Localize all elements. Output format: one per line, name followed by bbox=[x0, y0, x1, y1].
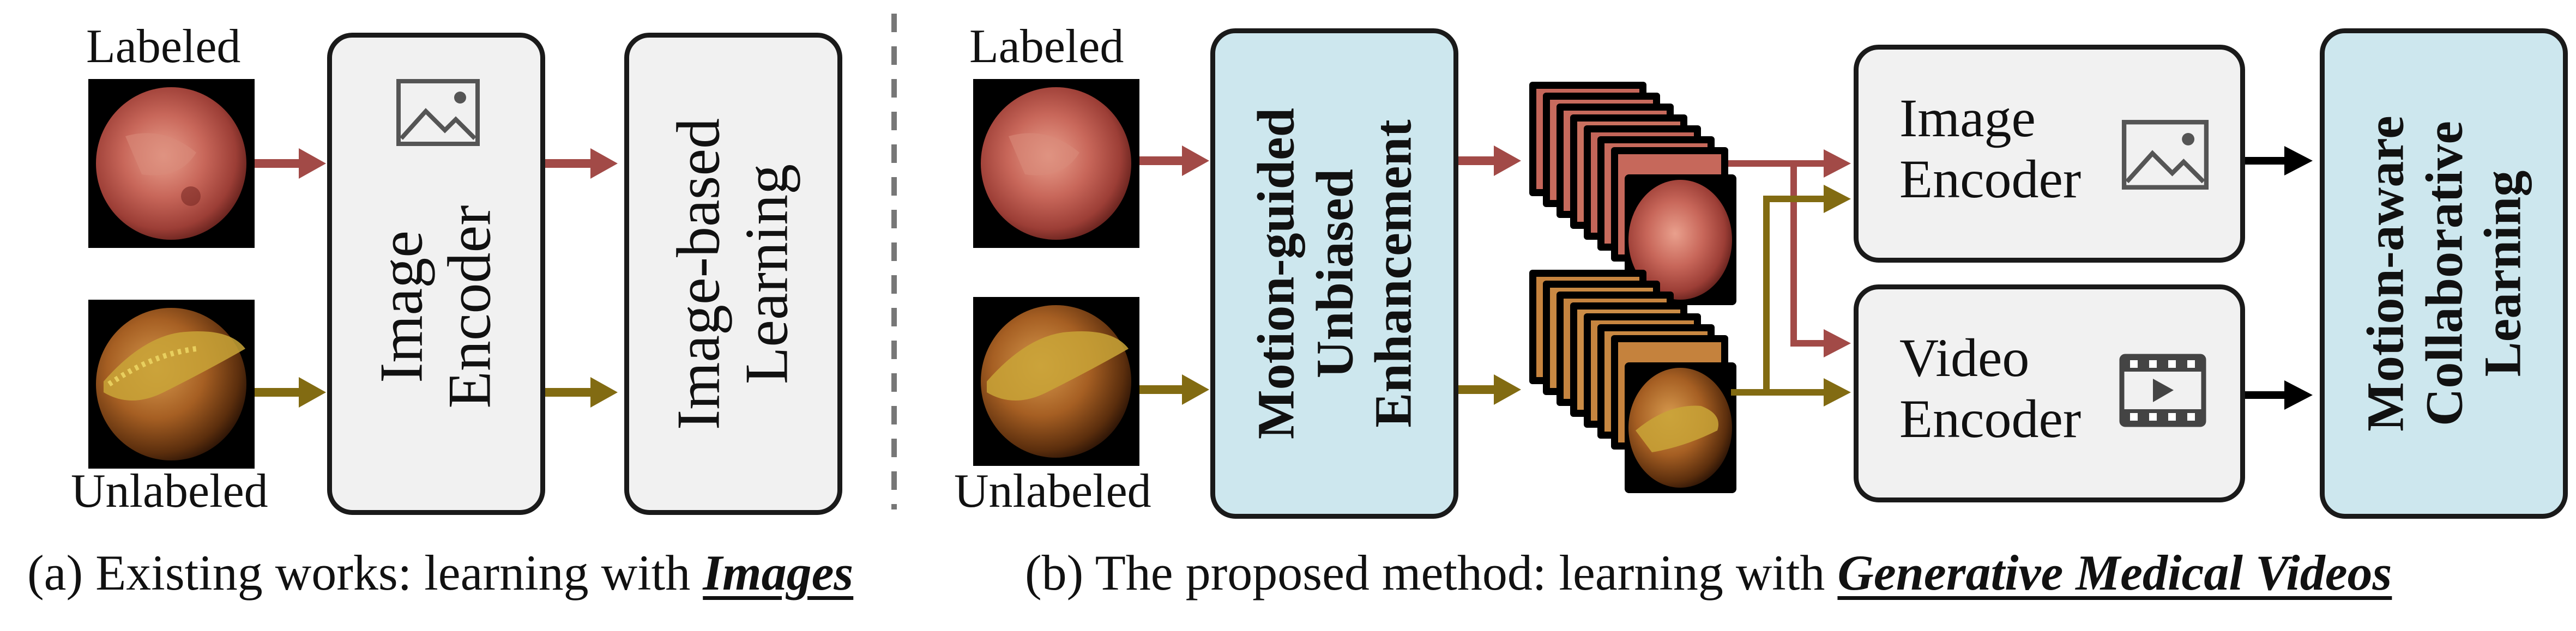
arrow-unlabeled-a2 bbox=[545, 377, 618, 408]
unlabeled-image-b bbox=[973, 297, 1139, 466]
arrow-unlabeled-b1 bbox=[1139, 374, 1209, 405]
arrowhead-unlabeled-video bbox=[1824, 378, 1851, 406]
labeled-image-a bbox=[88, 79, 255, 248]
caption-b: (b) The proposed method: learning with G… bbox=[1025, 545, 2392, 600]
image-icon bbox=[396, 79, 480, 146]
arrowhead-labeled-image bbox=[1824, 149, 1851, 178]
route-labeled bbox=[1728, 160, 1829, 347]
caption-a: (a) Existing works: learning with Images bbox=[27, 545, 854, 600]
video-icon bbox=[2119, 354, 2206, 427]
labeled-label-a: Labeled bbox=[86, 20, 241, 73]
route-unlabeled bbox=[1731, 196, 1829, 396]
unlabeled-label-b: Unlabeled bbox=[954, 465, 1151, 518]
arrow-labeled-b2 bbox=[1458, 145, 1521, 176]
unlabeled-video-frames bbox=[1529, 270, 1736, 493]
unlabeled-label-a: Unlabeled bbox=[71, 465, 268, 518]
labeled-video-frames bbox=[1529, 82, 1736, 305]
arrow-unlabeled-b2 bbox=[1458, 374, 1521, 405]
unlabeled-image-a bbox=[88, 300, 255, 469]
arrow-labeled-b1 bbox=[1139, 145, 1209, 176]
arrow-video-to-collab bbox=[2245, 380, 2313, 410]
arrowhead-unlabeled-image bbox=[1824, 185, 1851, 213]
arrow-labeled-a1 bbox=[255, 148, 326, 179]
image-icon bbox=[2121, 120, 2209, 190]
arrow-image-to-collab bbox=[2245, 146, 2313, 175]
labeled-image-b bbox=[973, 79, 1139, 248]
arrowhead-labeled-video bbox=[1824, 329, 1851, 357]
arrow-labeled-a2 bbox=[545, 148, 618, 179]
labeled-label-b: Labeled bbox=[969, 20, 1124, 73]
arrow-unlabeled-a1 bbox=[255, 377, 326, 408]
